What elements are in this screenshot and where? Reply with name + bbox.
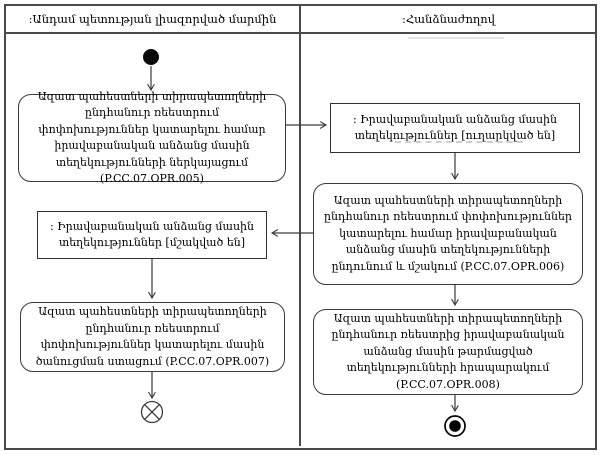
activity-opr008-label: Ազատ պահեստների տիրապետողների ընդհանուր … (331, 311, 565, 391)
activity-opr006: Ազատ պահեստների տիրապետողների ընդհանուր … (313, 183, 583, 285)
activity-opr005-label: Ազատ պահեստների տիրապետողների ընդհանուր … (37, 89, 267, 186)
swimlane-divider-line (299, 6, 301, 446)
activity-opr005: Ազատ պահեստների տիրապետողների ընդհանուր … (18, 90, 286, 185)
swimlane-header-member-state: :Անդամ պետության լիազորված մարմին (6, 6, 299, 32)
activity-opr008: Ազատ պահեստների տիրապետողների ընդհանուր … (313, 309, 583, 395)
faded-underline-artifact (395, 141, 523, 143)
faded-underline-artifact (408, 37, 504, 39)
activity-opr007: Ազատ պահեստների տիրապետողների ընդհանուր … (20, 302, 285, 372)
object-node-label: : Իրավաբանական անձանց մասին տեղեկություն… (49, 219, 254, 250)
object-node-info-sent: : Իրավաբանական անձանց մասին տեղեկություն… (330, 103, 580, 153)
swimlane-header-commission: :Հանձնաժողով (301, 6, 596, 32)
activity-opr006-label: Ազատ պահեստների տիրապետողների ընդհանուր … (324, 193, 572, 273)
swimlane-header-label: :Անդամ պետության լիազորված մարմին (28, 12, 277, 26)
swimlane-header-label: :Հանձնաժողով (401, 12, 496, 26)
object-node-label: : Իրավաբանական անձանց մասին տեղեկություն… (352, 112, 557, 143)
object-node-info-processed: : Իրավաբանական անձանց մասին տեղեկություն… (37, 211, 267, 259)
activity-opr007-label: Ազատ պահեստների տիրապետողների ընդհանուր … (35, 305, 270, 368)
